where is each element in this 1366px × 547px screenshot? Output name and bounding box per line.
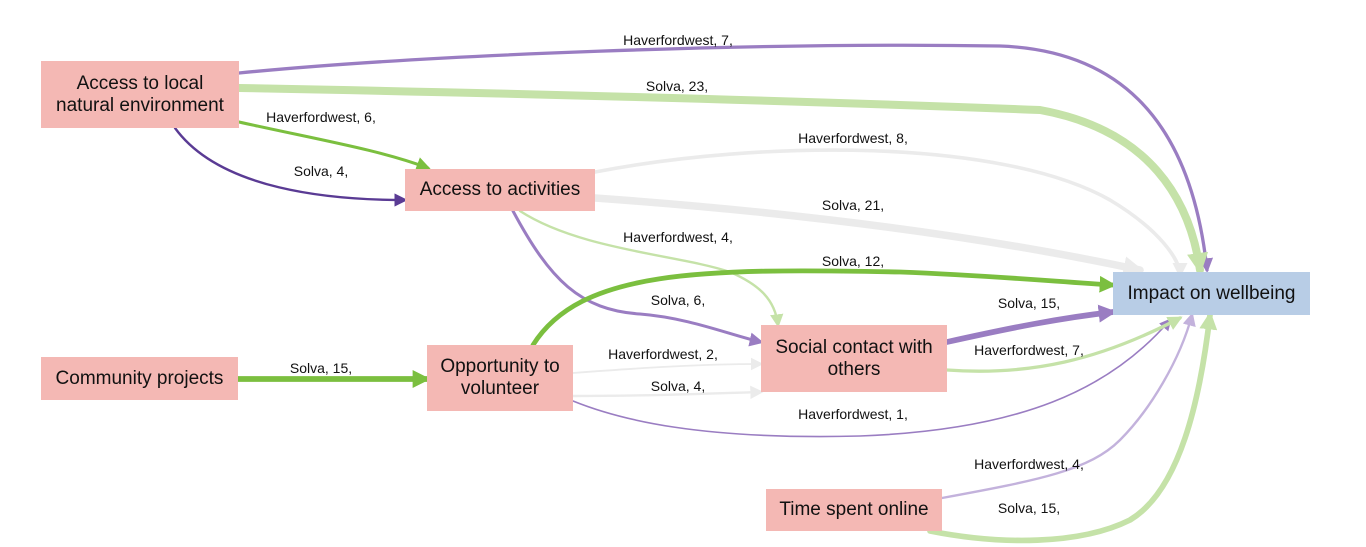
node-label: Access to activities	[419, 179, 581, 200]
link-label: Haverfordwest, 4,	[623, 229, 733, 245]
link-opportunity-to-volunteer-to-social-contact-with-others	[572, 357, 764, 374]
link-label: Solva, 15,	[290, 360, 352, 376]
node-impact-on-wellbeing[interactable]: Impact on wellbeing	[1113, 272, 1310, 315]
link-label: Haverfordwest, 1,	[798, 406, 908, 422]
link-access-to-activities-to-social-contact-with-others	[511, 209, 764, 347]
link-access-to-activities-to-impact-on-wellbeing	[593, 148, 1188, 279]
node-label: Access to local natural environment	[56, 72, 224, 116]
link-label: Solva, 21,	[822, 197, 884, 213]
link-label: Haverfordwest, 7,	[623, 32, 733, 48]
link-access-to-activities-to-impact-on-wellbeing	[591, 194, 1145, 277]
node-opportunity-to-volunteer[interactable]: Opportunity to volunteer	[427, 345, 573, 411]
link-label: Solva, 15,	[998, 500, 1060, 516]
link-opportunity-to-volunteer-to-impact-on-wellbeing	[572, 318, 1172, 438]
link-access-local-natural-environment-to-impact-on-wellbeing	[235, 84, 1209, 275]
link-label: Solva, 23,	[646, 78, 708, 94]
link-time-spent-online-to-impact-on-wellbeing	[927, 311, 1218, 544]
link-social-contact-with-others-to-impact-on-wellbeing	[944, 304, 1117, 345]
link-time-spent-online-to-impact-on-wellbeing	[940, 312, 1196, 500]
node-label: Impact on wellbeing	[1127, 282, 1296, 304]
link-access-local-natural-environment-to-impact-on-wellbeing	[237, 43, 1214, 273]
node-access-to-activities[interactable]: Access to activities	[405, 169, 595, 211]
node-label: Social contact with others	[775, 336, 933, 380]
node-social-contact-with-others[interactable]: Social contact with others	[761, 325, 947, 392]
link-label: Haverfordwest, 8,	[798, 130, 908, 146]
link-label: Solva, 4,	[651, 378, 705, 394]
link-opportunity-to-volunteer-to-social-contact-with-others	[571, 385, 764, 400]
link-label: Solva, 6,	[651, 292, 705, 308]
link-opportunity-to-volunteer-to-impact-on-wellbeing	[530, 268, 1117, 348]
link-social-contact-with-others-to-impact-on-wellbeing	[945, 316, 1183, 373]
node-label: Time spent online	[779, 499, 929, 520]
node-access-local-natural-environment[interactable]: Access to local natural environment	[41, 61, 239, 128]
link-label: Haverfordwest, 6,	[266, 109, 376, 125]
link-label: Haverfordwest, 7,	[974, 342, 1084, 358]
link-access-local-natural-environment-to-access-to-activities	[173, 126, 408, 207]
link-access-local-natural-environment-to-access-to-activities	[237, 120, 431, 171]
node-community-projects[interactable]: Community projects	[41, 357, 238, 400]
node-label: Opportunity to volunteer	[440, 356, 560, 399]
node-label: Community projects	[55, 367, 224, 389]
link-label: Haverfordwest, 4,	[974, 456, 1084, 472]
link-label: Solva, 15,	[998, 295, 1060, 311]
link-label: Solva, 12,	[822, 253, 884, 269]
node-time-spent-online[interactable]: Time spent online	[766, 489, 942, 531]
link-label: Solva, 4,	[294, 163, 348, 179]
link-label: Haverfordwest, 2,	[608, 346, 718, 362]
link-access-to-activities-to-social-contact-with-others	[518, 209, 784, 328]
